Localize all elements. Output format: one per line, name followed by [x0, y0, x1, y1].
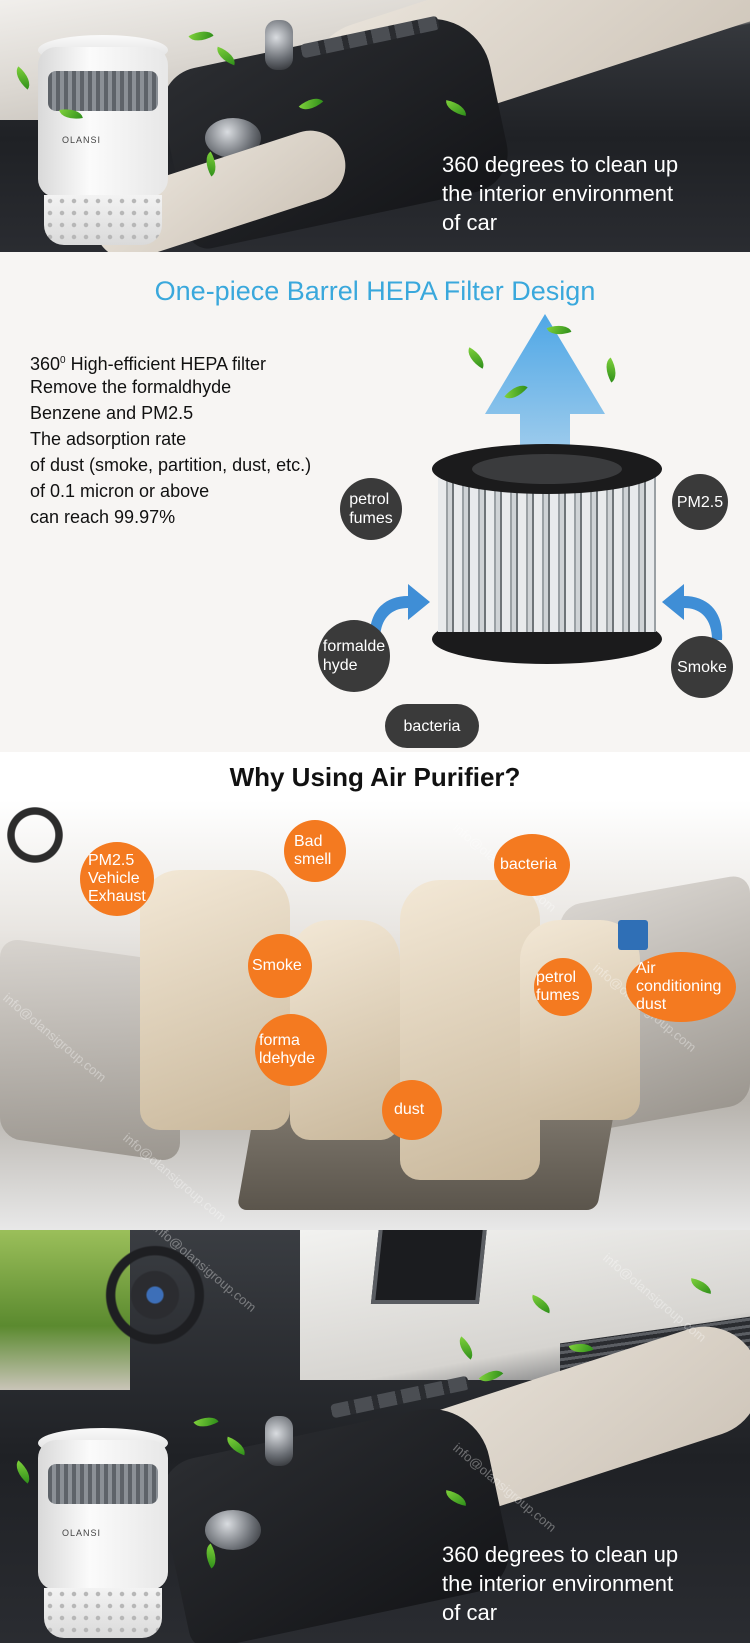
spec-line: Remove the formaldhyde [30, 377, 232, 397]
spec-line: 3600 High-efficient HEPA filter [30, 354, 267, 374]
spec-line: The adsorption rate [30, 429, 187, 449]
airflow-up-arrow-icon [485, 314, 605, 564]
hero-caption: 360 degrees to clean up the interior env… [442, 1542, 679, 1625]
car-cabin-image: info@olansigroup.com info@olansigroup.co… [0, 800, 750, 1230]
gear-shift-image [265, 20, 293, 70]
steering-wheel-image [0, 800, 70, 870]
leaf-icon [193, 1411, 219, 1433]
dashboard-screen-image [370, 1230, 488, 1304]
pollutant-pm25: PM2.5 [672, 474, 728, 530]
car-interior-hero-bottom: OLANSI info@olansigroup.com info@olansig… [0, 1230, 750, 1643]
section-title: One-piece Barrel HEPA Filter Design [154, 276, 596, 306]
airflow-right-arrow-icon [662, 584, 723, 640]
control-knob-image [205, 1510, 261, 1550]
car-interior-hero-top: OLANSI 360 degrees to clean up the inter… [0, 0, 750, 252]
rear-seat-image [140, 870, 290, 1130]
why-title: Why Using Air Purifier? [229, 762, 521, 792]
spec-line: Benzene and PM2.5 [30, 403, 194, 423]
pollutant-bacteria: bacteria [385, 704, 479, 748]
dashboard-screen-image [618, 920, 648, 950]
spec-line: of 0.1 micron or above [30, 481, 210, 501]
steering-wheel-image [100, 1240, 210, 1350]
leaf-icon [10, 1460, 36, 1484]
hepa-filter-section: One-piece Barrel HEPA Filter Design 3600… [0, 252, 750, 752]
brand-logo: OLANSI [62, 1528, 102, 1538]
spec-line: of dust (smoke, partition, dust, etc.) [30, 455, 312, 475]
source-smoke: Smoke [248, 934, 312, 998]
spec-line: can reach 99.97% [30, 507, 176, 527]
brand-logo: OLANSI [62, 135, 102, 145]
airflow-left-arrow-icon [369, 584, 430, 640]
gear-shift-image [265, 1416, 293, 1466]
pollutant-smoke: Smoke [671, 636, 733, 698]
source-bacteria: bacteria [494, 834, 570, 896]
source-dust: dust [382, 1080, 442, 1140]
hepa-filter-image [432, 444, 662, 666]
hero-caption: 360 degrees to clean up the interior env… [442, 152, 679, 235]
